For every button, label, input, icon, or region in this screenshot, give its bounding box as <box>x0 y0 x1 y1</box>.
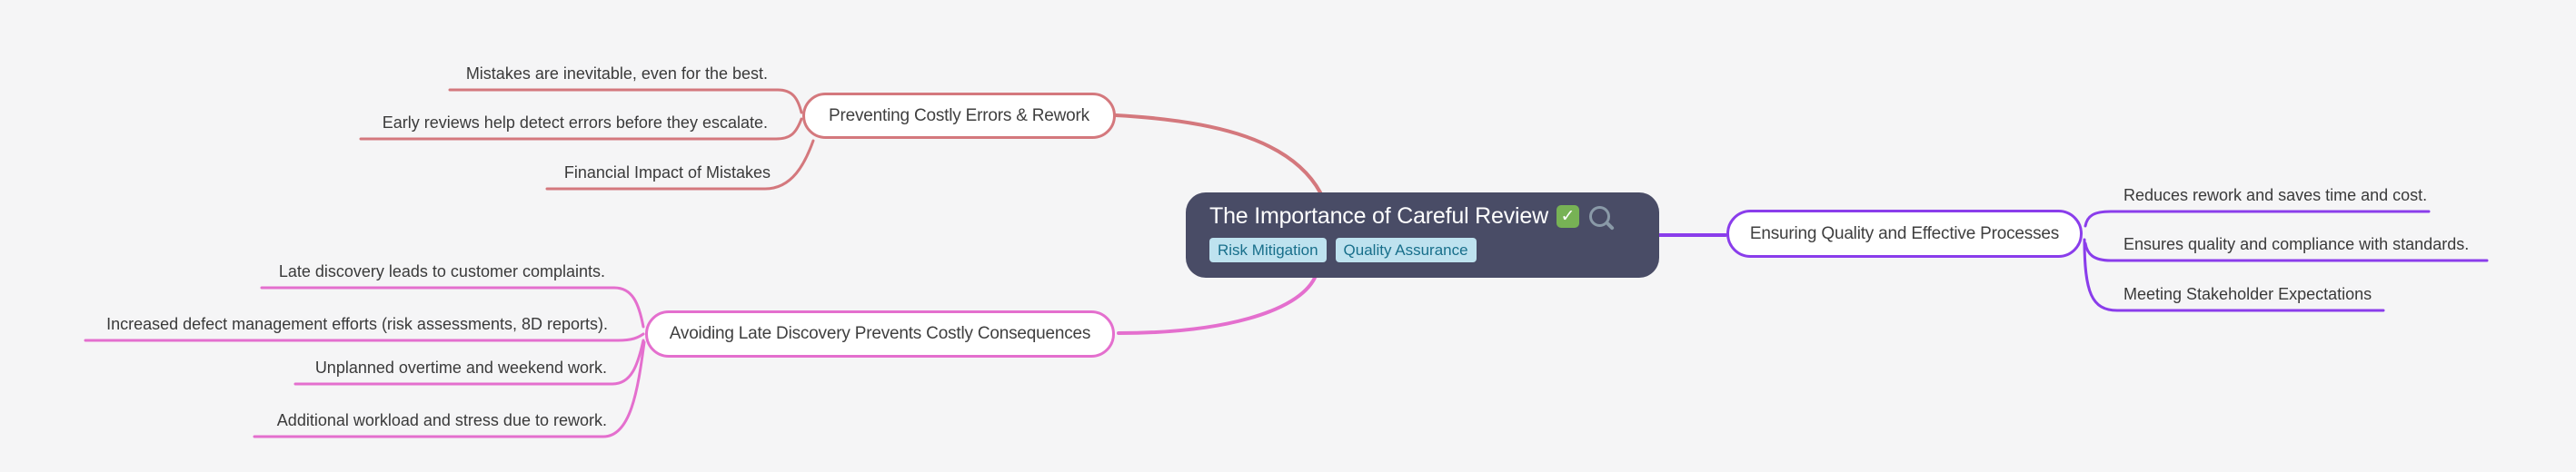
child-defect-management[interactable]: Increased defect management efforts (ris… <box>106 315 608 333</box>
branch-avoiding-late-discovery[interactable]: Avoiding Late Discovery Prevents Costly … <box>645 310 1115 358</box>
tag-quality-assurance: Quality Assurance <box>1335 238 1477 262</box>
child-additional-workload[interactable]: Additional workload and stress due to re… <box>276 411 607 429</box>
check-mark-icon: ✓ <box>1556 205 1579 228</box>
central-title-row: The Importance of Careful Review ✓ <box>1209 203 1636 231</box>
child-unplanned-overtime[interactable]: Unplanned overtime and weekend work. <box>314 359 607 377</box>
child-ensures-compliance[interactable]: Ensures quality and compliance with stan… <box>2123 235 2470 253</box>
child-reduces-rework[interactable]: Reduces rework and saves time and cost. <box>2123 186 2428 204</box>
child-customer-complaints[interactable]: Late discovery leads to customer complai… <box>278 262 605 280</box>
magnifier-icon <box>1588 206 1615 231</box>
tag-risk-mitigation: Risk Mitigation <box>1209 238 1327 262</box>
child-stakeholder-expectations[interactable]: Meeting Stakeholder Expectations <box>2123 285 2372 303</box>
check-glyph: ✓ <box>1560 207 1576 226</box>
branch-preventing-costly-errors[interactable]: Preventing Costly Errors & Rework <box>802 93 1116 139</box>
branch-ensuring-quality[interactable]: Ensuring Quality and Effective Processes <box>1726 210 2083 258</box>
child-financial-impact[interactable]: Financial Impact of Mistakes <box>563 163 771 182</box>
child-mistakes-inevitable[interactable]: Mistakes are inevitable, even for the be… <box>465 64 768 83</box>
magnifier-handle <box>1605 221 1615 231</box>
central-node[interactable]: The Importance of Careful Review ✓ Risk … <box>1186 192 1659 278</box>
central-title: The Importance of Careful Review <box>1209 203 1548 229</box>
child-early-reviews[interactable]: Early reviews help detect errors before … <box>382 113 768 132</box>
tag-row: Risk Mitigation Quality Assurance <box>1209 238 1636 262</box>
